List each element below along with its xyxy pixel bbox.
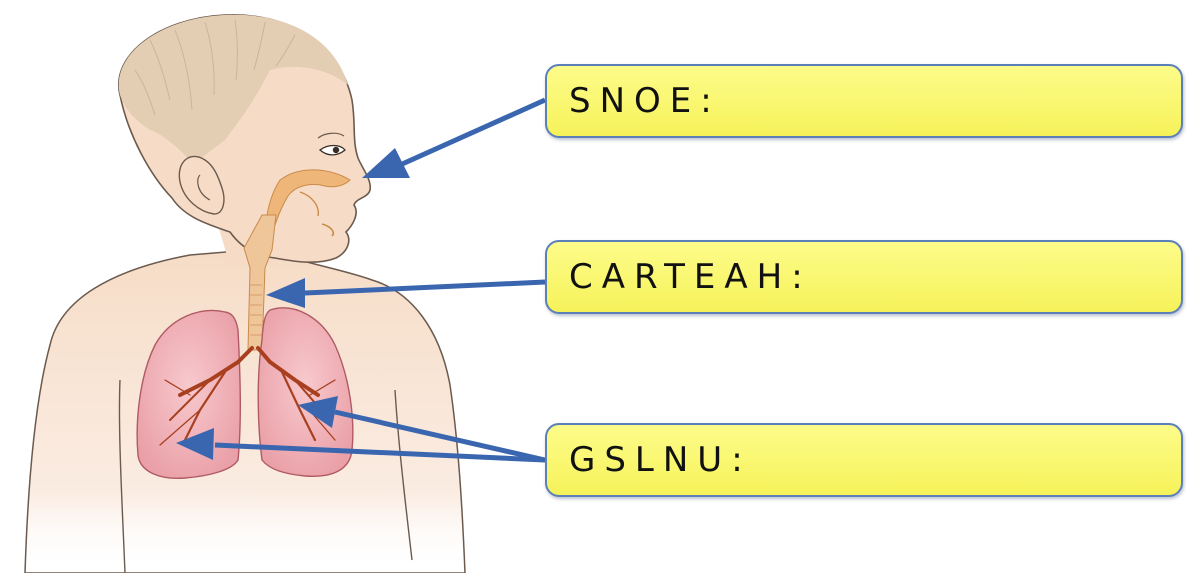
arrow-to-nose xyxy=(362,100,545,178)
nose-label-box[interactable]: SNOE: xyxy=(545,64,1183,138)
lungs-label-box[interactable]: GSLNU: xyxy=(545,423,1183,497)
lungs-label: GSLNU: xyxy=(569,440,752,480)
nose-label: SNOE: xyxy=(569,81,721,121)
trachea-label-box[interactable]: CARTEAH: xyxy=(545,240,1183,314)
torso xyxy=(25,250,465,573)
trachea-label: CARTEAH: xyxy=(569,257,812,297)
